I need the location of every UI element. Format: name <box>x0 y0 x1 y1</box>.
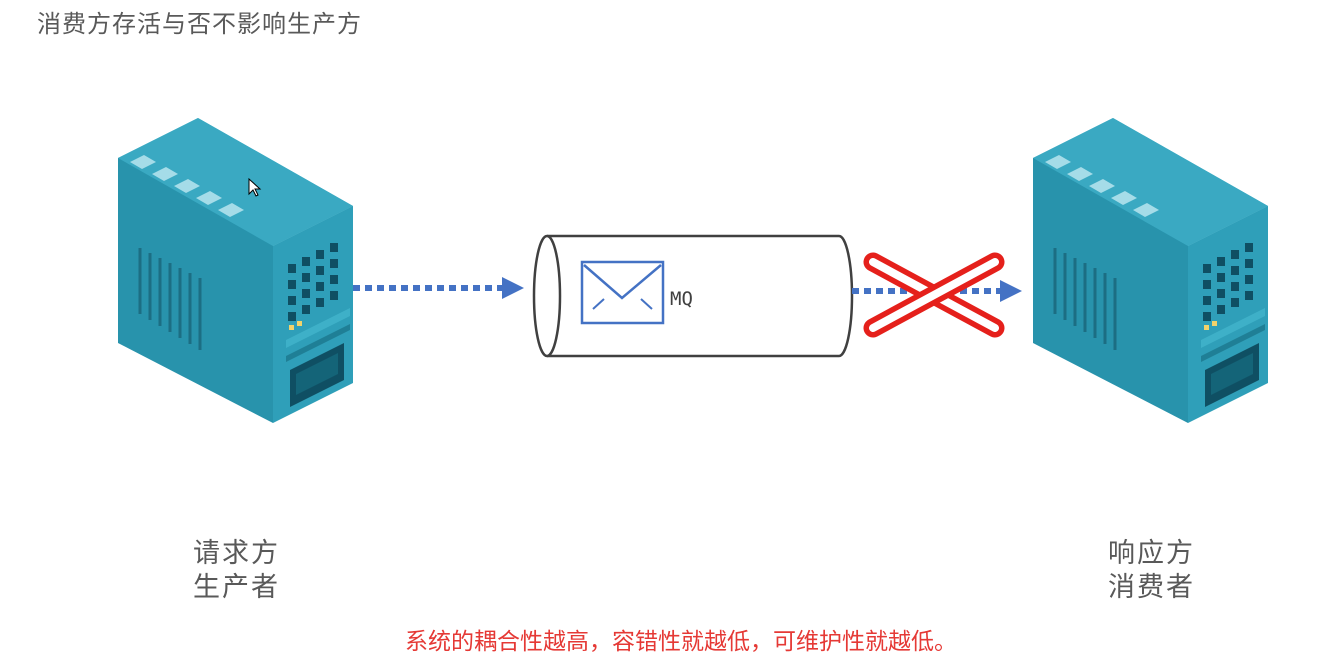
page-title: 消费方存活与否不影响生产方 <box>37 10 362 38</box>
mq-label: MQ <box>670 288 693 310</box>
consumer-label-line1: 响应方 <box>1108 538 1195 569</box>
producer-label-line2: 生产者 <box>193 572 280 603</box>
coupling-note: 系统的耦合性越高，容错性就越低，可维护性就越低。 <box>405 629 957 655</box>
consumer-label-line2: 消费者 <box>1108 572 1195 603</box>
arrow-producer-to-mq <box>353 277 524 299</box>
producer-label-line1: 请求方 <box>193 538 280 569</box>
mq-queue: MQ <box>532 234 854 358</box>
consumer-label: 响应方 消费者 <box>1108 537 1195 605</box>
producer-label: 请求方 生产者 <box>193 537 280 605</box>
red-x-icon <box>863 252 1005 338</box>
envelope-icon <box>580 260 665 325</box>
producer-server-icon <box>116 116 355 425</box>
cursor-icon <box>248 177 262 197</box>
consumer-server-icon <box>1031 116 1270 425</box>
